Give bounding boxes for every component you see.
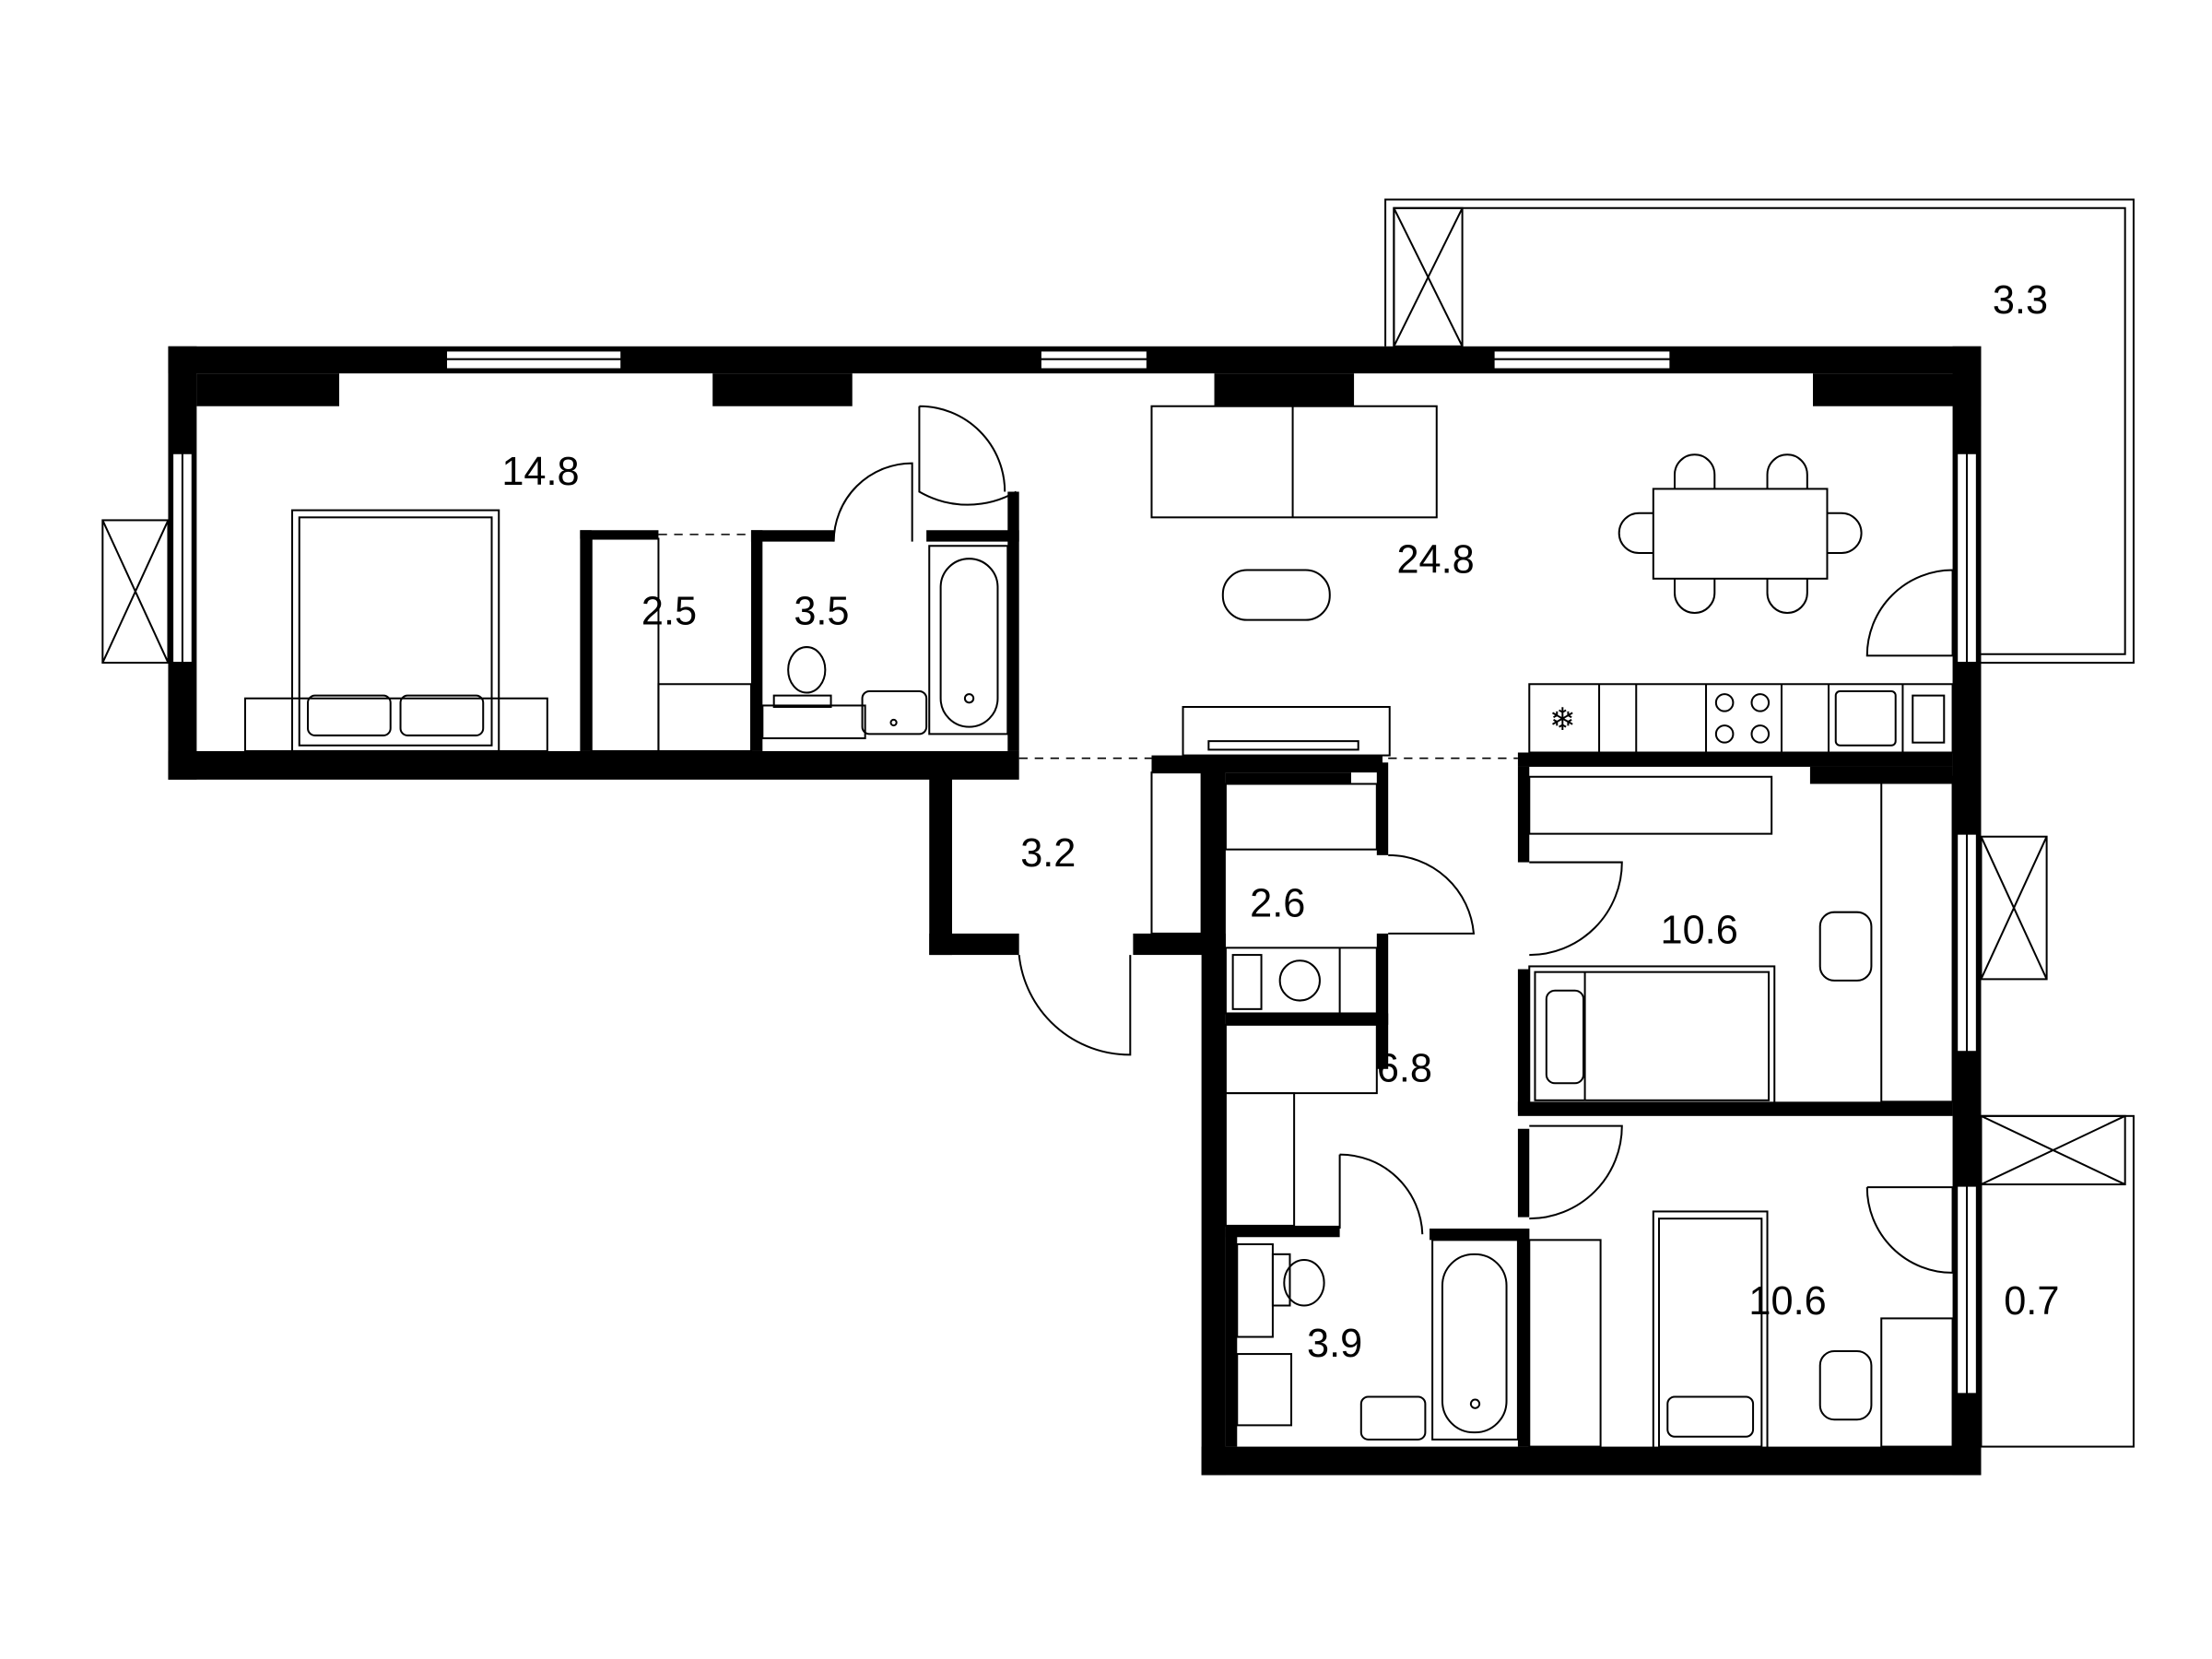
toilet-icon (761, 646, 866, 740)
coffee-table-icon (1221, 569, 1331, 621)
dining-table-icon (1618, 453, 1863, 614)
kitchen-counter: ❄ (1528, 683, 1954, 754)
sofa-icon (1150, 405, 1438, 519)
boiler-icon (1912, 694, 1946, 744)
area-label-living-kitchen: 24.8 (1396, 538, 1474, 582)
bathroom-2-fixtures (1236, 1239, 1519, 1441)
area-label-corridor: 6.8 (1377, 1047, 1432, 1091)
area-label-balcony: 0.7 (2004, 1279, 2059, 1324)
hall-wardrobe (1150, 771, 1378, 935)
cooktop-icon (1714, 693, 1771, 744)
external-shading-right (1980, 835, 2048, 981)
chair-icon-2 (1818, 1349, 1873, 1421)
kitchen-sink-icon (1834, 689, 1897, 747)
area-label-bathroom-1: 3.5 (794, 589, 849, 633)
area-label-wardrobe: 2.5 (641, 589, 697, 633)
area-label-bedroom-1: 14.8 (501, 450, 579, 494)
bathtub-icon (928, 545, 1009, 735)
area-label-bedroom-2: 10.6 (1661, 909, 1738, 953)
room-dividers (658, 534, 1518, 759)
double-bed-icon (243, 509, 548, 752)
utility-appliances (1224, 947, 1378, 1015)
wardrobe-shelves (590, 537, 752, 752)
single-bed-icon (1528, 775, 1954, 1108)
fridge-icon: ❄ (1549, 701, 1576, 738)
washing-machine-icon (1278, 959, 1321, 1002)
single-bed-icon-2 (1528, 1210, 1954, 1455)
terrace (1384, 198, 2135, 665)
area-label-utility: 2.6 (1250, 881, 1305, 925)
doors (832, 405, 1954, 1274)
area-label-entrance-hall: 3.2 (1020, 831, 1076, 876)
area-label-bathroom-2: 3.9 (1307, 1322, 1362, 1366)
tv-stand-icon (1182, 706, 1391, 757)
area-label-bedroom-3: 10.6 (1748, 1279, 1826, 1324)
chair-icon (1818, 911, 1873, 982)
corridor-wardrobe (1224, 1023, 1378, 1227)
windows (171, 349, 1978, 1395)
external-shading-left (101, 519, 170, 665)
area-label-terrace: 3.3 (1993, 278, 2048, 323)
sink-icon (861, 689, 928, 735)
